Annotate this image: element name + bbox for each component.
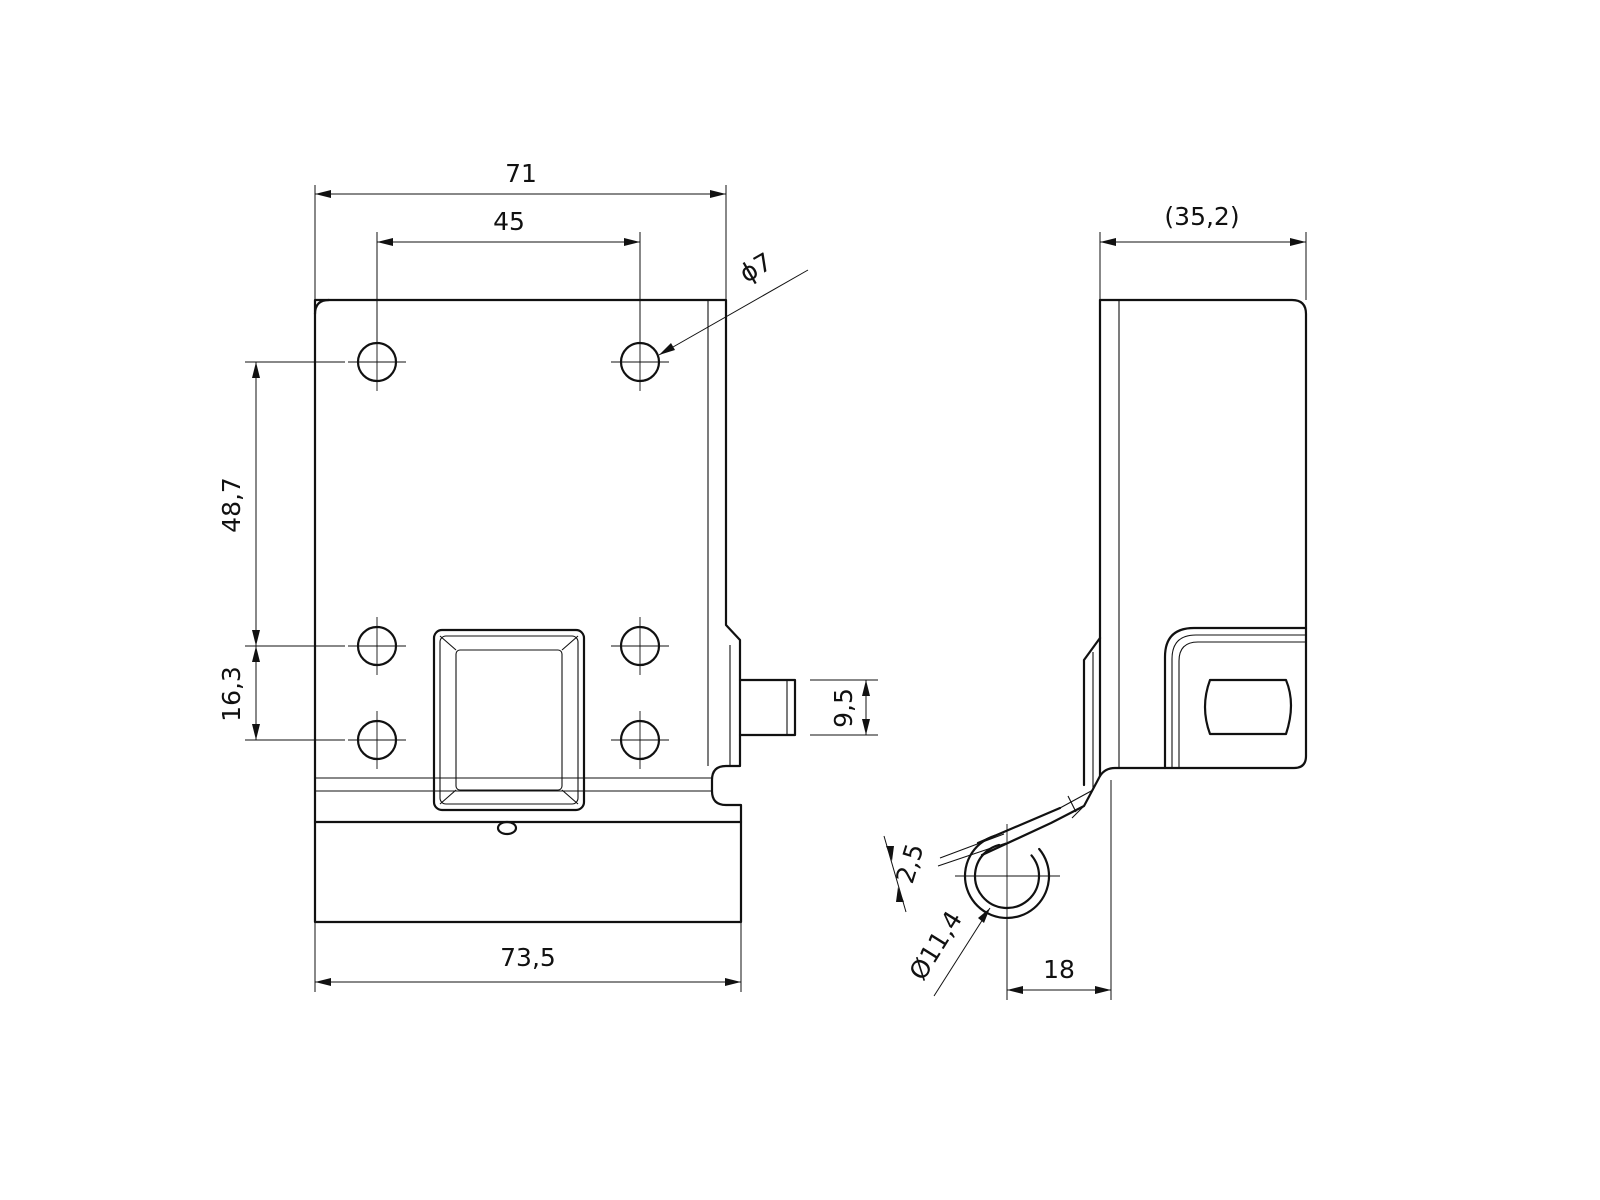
front-pin bbox=[738, 678, 797, 737]
dim-vertical-spacing: 48,7 bbox=[217, 477, 246, 533]
dim-hinge-diameter: Ø11,4 bbox=[904, 906, 969, 985]
mounting-holes bbox=[356, 341, 661, 761]
front-window-outer bbox=[432, 628, 586, 812]
dim-pin-size: 9,5 bbox=[829, 688, 858, 728]
dim-width-top: 71 bbox=[505, 159, 537, 188]
front-view bbox=[313, 298, 797, 924]
side-return bbox=[1163, 626, 1308, 770]
side-outline bbox=[980, 298, 1308, 857]
dim-width-bottom: 73,5 bbox=[500, 943, 556, 972]
front-window-mid bbox=[439, 635, 579, 805]
dim-hinge-offset: 18 bbox=[1043, 955, 1075, 984]
side-flange bbox=[1082, 636, 1102, 787]
side-dimensions: (35,2) 2,5 Ø11,4 18 bbox=[883, 202, 1307, 1000]
front-dimensions: 71 45 ϕ7 48,7 16,3 73,5 bbox=[217, 159, 878, 992]
hole-centerlines bbox=[348, 333, 669, 769]
side-view bbox=[937, 298, 1308, 928]
side-slot bbox=[1203, 678, 1293, 736]
dim-wall-thickness: 2,5 bbox=[890, 840, 929, 887]
front-marker-hole bbox=[496, 820, 518, 836]
dim-hole-spacing: 45 bbox=[493, 207, 525, 236]
front-window-inner bbox=[455, 649, 563, 791]
dim-side-width: (35,2) bbox=[1164, 202, 1239, 231]
hinge-inner bbox=[973, 842, 1041, 910]
front-outline bbox=[313, 298, 743, 924]
front-top-corner bbox=[313, 298, 331, 316]
hinge-outer bbox=[963, 832, 1051, 920]
dim-lower-spacing: 16,3 bbox=[217, 666, 246, 722]
dim-hole-diameter: ϕ7 bbox=[734, 247, 777, 288]
